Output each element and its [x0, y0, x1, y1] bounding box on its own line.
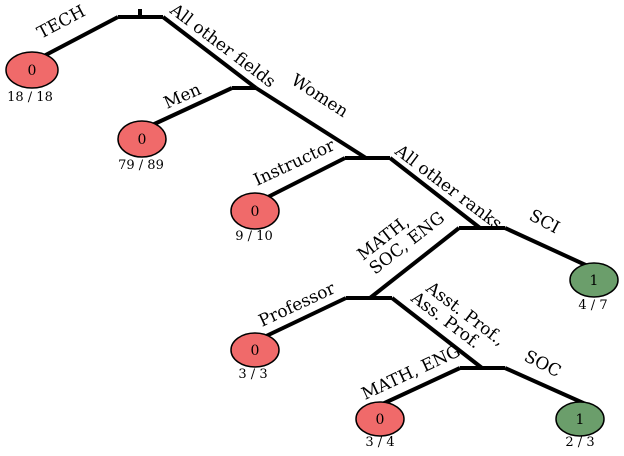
leaf-count-label: 2 / 3 [565, 435, 594, 450]
edge-tech [39, 15, 119, 60]
edge-label-men: Men [161, 80, 204, 114]
leaf-men: 0 79 / 89 [117, 120, 167, 173]
edge-label-all-other-fields: All other fields [165, 0, 279, 92]
leaf-class-label: 0 [251, 343, 260, 359]
leaf-node-shape [117, 120, 167, 158]
leaf-sci: 1 4 / 7 [569, 262, 619, 313]
leaf-node-shape [355, 401, 405, 437]
edge-sci [504, 226, 591, 269]
leaf-math-eng: 0 3 / 4 [355, 401, 405, 450]
leaf-count-label: 79 / 89 [118, 158, 164, 173]
leaf-count-label: 9 / 10 [235, 229, 272, 244]
leaf-soc: 1 2 / 3 [555, 401, 605, 450]
leaf-class-label: 1 [576, 412, 585, 428]
leaf-class-label: 1 [590, 273, 599, 289]
edge-professor [261, 296, 347, 340]
edge-all-other-fields [161, 15, 258, 90]
leaf-count-label: 18 / 18 [7, 90, 53, 105]
leaf-count-label: 3 / 4 [365, 435, 394, 450]
edge-instructor [261, 156, 346, 202]
leaf-tech: 0 18 / 18 [5, 51, 59, 105]
edge-math-eng [377, 366, 461, 408]
leaf-class-label: 0 [138, 132, 147, 148]
edge-math-soc-eng [368, 226, 461, 300]
edge-all-other-ranks [388, 156, 482, 230]
leaf-count-label: 3 / 3 [238, 367, 267, 382]
leaf-class-label: 0 [376, 412, 385, 428]
edge-label-sci: SCI [526, 206, 563, 238]
leaf-node-shape [555, 401, 605, 437]
edge-women [254, 86, 368, 160]
edge-label-professor: Professor [256, 278, 340, 331]
leaf-node-shape [5, 51, 59, 89]
leaf-node-shape [569, 262, 619, 298]
leaf-professor: 0 3 / 3 [230, 332, 280, 382]
leaf-instructor: 0 9 / 10 [230, 192, 280, 244]
leaf-class-label: 0 [28, 63, 37, 79]
leaf-class-label: 0 [251, 204, 260, 220]
leaf-node-shape [230, 332, 280, 368]
edge-soc [504, 366, 591, 408]
edge-men [149, 86, 233, 128]
leaf-node-shape [230, 192, 280, 230]
leaf-count-label: 4 / 7 [578, 298, 607, 313]
edge-asst-prof [390, 296, 484, 370]
